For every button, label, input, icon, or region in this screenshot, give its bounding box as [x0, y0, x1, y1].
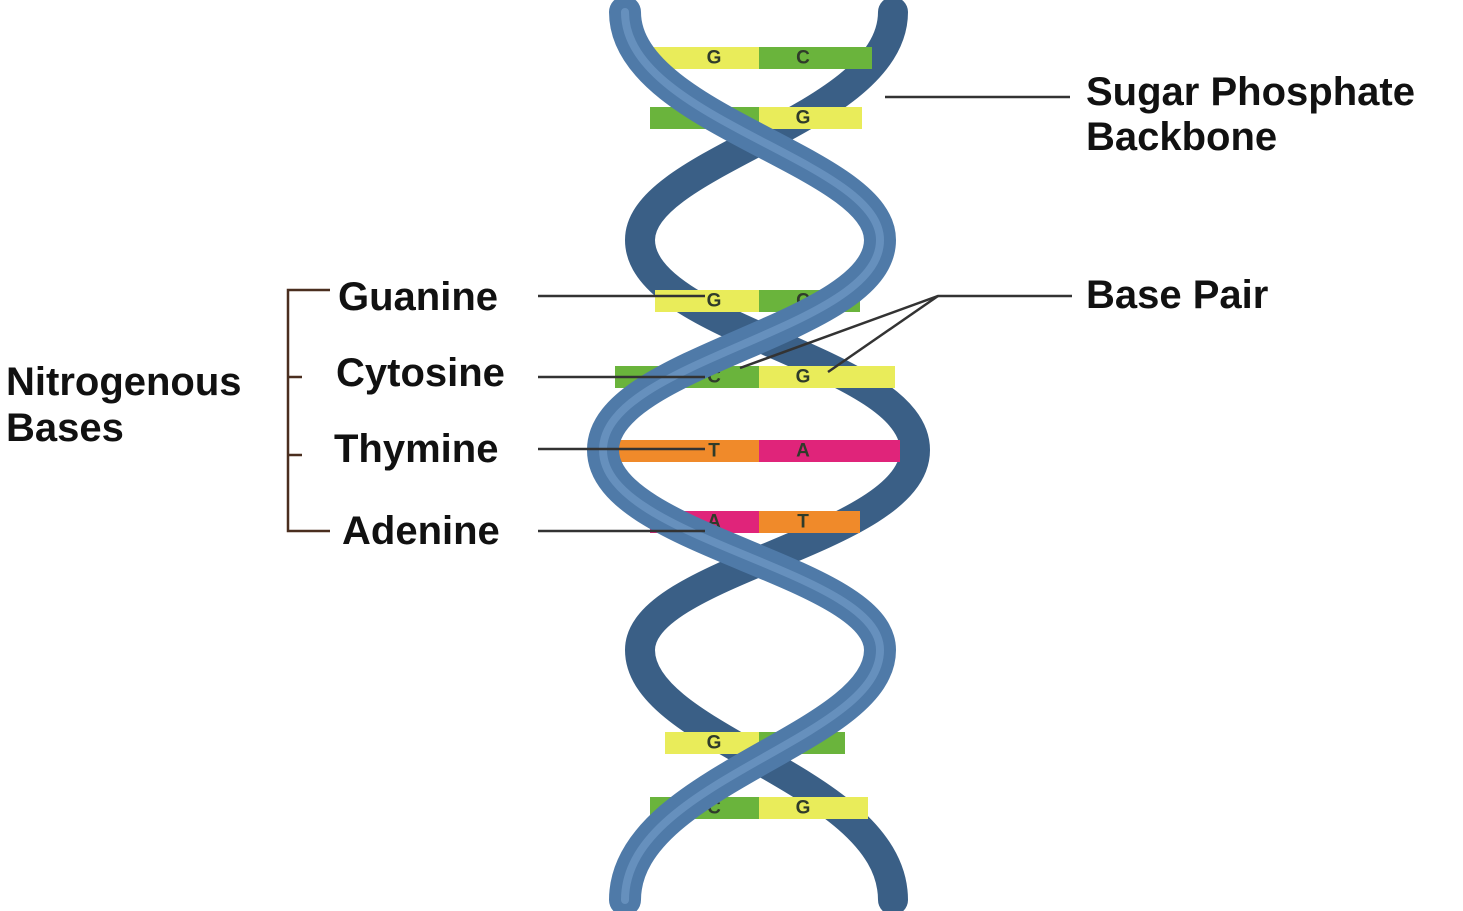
- nitrogenous-bases-label-line2: Bases: [6, 406, 124, 450]
- rung-5-right-base-letter: A: [796, 441, 810, 462]
- rung-8-right-segment: [759, 797, 868, 819]
- thymine-label: Thymine: [334, 427, 498, 471]
- rung-1-right-segment: [759, 47, 872, 69]
- base-pair-leader-line-branch: [827, 294, 939, 374]
- rung-1-left-base-letter: G: [707, 48, 722, 69]
- guanine-label: Guanine: [338, 275, 498, 319]
- rung-1-left-segment: [645, 47, 759, 69]
- backbone-label-line2: Backbone: [1086, 115, 1277, 159]
- backbone-strand-back: [624, 0, 931, 911]
- rung-6-right-base-letter: T: [797, 512, 809, 533]
- rung-2-right-base-letter: G: [796, 108, 811, 129]
- rung-1-right-base-letter: C: [796, 48, 810, 69]
- rung-5-left-segment: [615, 440, 759, 462]
- rung-4-right-segment: [759, 366, 895, 388]
- rung-4-right-base-letter: G: [796, 367, 811, 388]
- rung-7-left-base-letter: G: [707, 733, 722, 754]
- rung-3-left-base-letter: G: [707, 291, 722, 312]
- rung-2-right-segment: [759, 107, 862, 129]
- rung-7-left-segment: [665, 732, 759, 754]
- rung-6-right-segment: [759, 511, 860, 533]
- nitrogenous-bases-bracket: [286, 288, 330, 533]
- adenine-label: Adenine: [342, 509, 500, 553]
- rung-5-right-segment: [759, 440, 900, 462]
- base-pair-label: Base Pair: [1086, 273, 1268, 317]
- rung-5-left-base-letter: T: [708, 441, 720, 462]
- rung-8-right-base-letter: G: [796, 798, 811, 819]
- cytosine-label: Cytosine: [336, 351, 505, 395]
- backbone-label-line1: Sugar Phosphate: [1086, 70, 1415, 114]
- nitrogenous-bases-label-line1: Nitrogenous: [6, 360, 242, 404]
